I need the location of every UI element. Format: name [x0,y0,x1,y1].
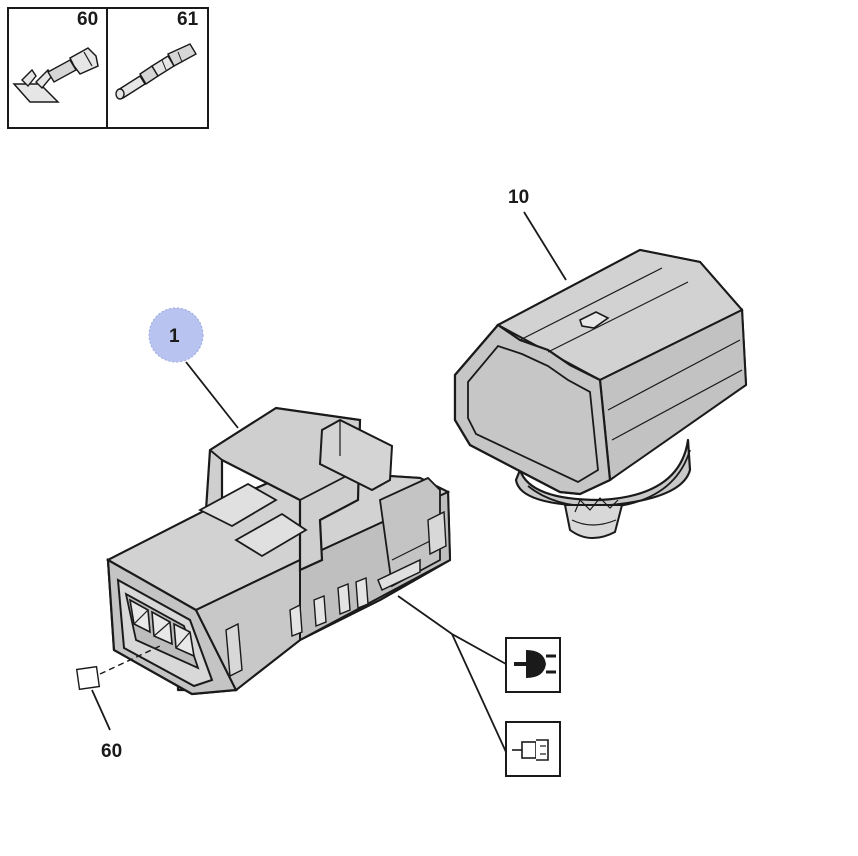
terminal-icon[interactable] [505,721,561,777]
callout-1[interactable]: 1 [169,326,180,347]
leader-line-symbols [397,595,453,635]
callout-60[interactable]: 60 [101,741,122,762]
sensor-part[interactable] [453,248,748,539]
callout-10[interactable]: 10 [508,187,529,208]
leader-line-60 [91,689,111,731]
callout-1-marker[interactable]: 1 [148,307,204,363]
leader-line-10 [523,211,567,281]
plug-icon[interactable] [505,637,561,693]
crimp-terminal-icon [12,47,99,103]
terminal-dashed-line [99,645,161,675]
inset-label-61: 61 [177,9,199,30]
terminal-inset: 60 61 [7,7,209,129]
terminal-square [75,665,101,691]
leader-line-1 [185,361,239,429]
connector-part[interactable] [105,406,452,696]
pin-terminal-icon [115,43,197,100]
inset-label-60: 60 [77,9,98,30]
